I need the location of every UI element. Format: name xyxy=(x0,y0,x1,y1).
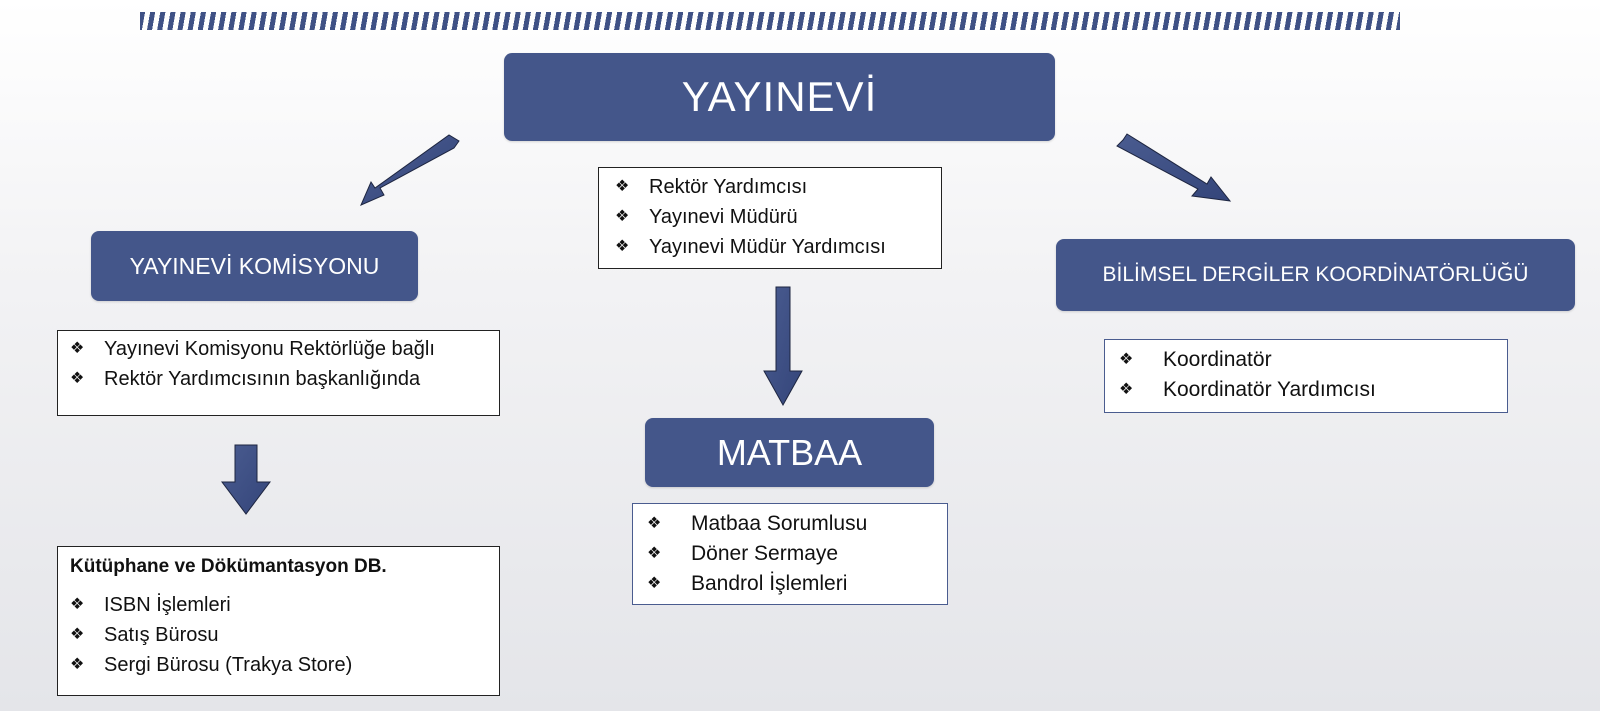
bullet-icon: ❖ xyxy=(70,596,85,613)
dergiler-title: BİLİMSEL DERGİLER KOORDİNATÖRLÜĞÜ xyxy=(1102,263,1529,286)
arrow-to-komisyon xyxy=(360,134,460,206)
bullet-icon: ❖ xyxy=(1119,351,1134,368)
matbaa-box: ❖Matbaa Sorumlusu ❖Döner Sermaye ❖Bandro… xyxy=(632,503,948,605)
center-roles-list: ❖Rektör Yardımcısı ❖Yayınevi Müdürü ❖Yay… xyxy=(615,172,941,262)
list-item: ❖Rektör Yardımcısının başkanlığında xyxy=(70,364,499,394)
center-roles-box: ❖Rektör Yardımcısı ❖Yayınevi Müdürü ❖Yay… xyxy=(598,167,942,269)
list-item: ❖ISBN İşlemleri xyxy=(70,590,499,620)
matbaa-title-box: MATBAA xyxy=(645,418,934,487)
list-item: ❖Koordinatör Yardımcısı xyxy=(1119,375,1507,405)
bullet-icon: ❖ xyxy=(70,370,85,387)
dergiler-list: ❖Koordinatör ❖Koordinatör Yardımcısı xyxy=(1119,345,1507,405)
decorative-stripe-bar xyxy=(140,12,1400,30)
kutuphane-heading: Kütüphane ve Dökümantasyon DB. xyxy=(70,556,387,577)
bullet-icon: ❖ xyxy=(615,178,630,195)
bullet-icon: ❖ xyxy=(647,575,662,592)
yayinevi-title-box: YAYINEVİ xyxy=(504,53,1055,141)
dergiler-box: ❖Koordinatör ❖Koordinatör Yardımcısı xyxy=(1104,339,1508,413)
bullet-icon: ❖ xyxy=(70,340,85,357)
bullet-icon: ❖ xyxy=(1119,381,1134,398)
arrow-to-kutuphane xyxy=(221,444,271,515)
arrow-to-matbaa xyxy=(763,286,803,407)
matbaa-title: MATBAA xyxy=(716,431,863,473)
list-item: ❖Satış Bürosu xyxy=(70,620,499,650)
komisyon-box: ❖Yayınevi Komisyonu Rektörlüğe bağlı ❖Re… xyxy=(57,330,500,416)
bullet-icon: ❖ xyxy=(647,515,662,532)
komisyon-title-box: YAYINEVİ KOMİSYONU xyxy=(91,231,418,301)
komisyon-list: ❖Yayınevi Komisyonu Rektörlüğe bağlı ❖Re… xyxy=(70,334,499,394)
list-item: ❖Döner Sermaye xyxy=(647,539,947,569)
matbaa-list: ❖Matbaa Sorumlusu ❖Döner Sermaye ❖Bandro… xyxy=(647,509,947,599)
bullet-icon: ❖ xyxy=(647,545,662,562)
list-item: ❖Bandrol İşlemleri xyxy=(647,569,947,599)
list-item: ❖Yayınevi Müdürü xyxy=(615,202,941,232)
bullet-icon: ❖ xyxy=(615,238,630,255)
bullet-icon: ❖ xyxy=(615,208,630,225)
yayinevi-title: YAYINEVİ xyxy=(681,73,878,120)
list-item: ❖Matbaa Sorumlusu xyxy=(647,509,947,539)
dergiler-title-box: BİLİMSEL DERGİLER KOORDİNATÖRLÜĞÜ xyxy=(1056,239,1575,311)
arrow-to-dergiler xyxy=(1116,133,1232,202)
list-item: ❖Rektör Yardımcısı xyxy=(615,172,941,202)
list-item: ❖Koordinatör xyxy=(1119,345,1507,375)
list-item: ❖Yayınevi Müdür Yardımcısı xyxy=(615,232,941,262)
bullet-icon: ❖ xyxy=(70,656,85,673)
komisyon-title: YAYINEVİ KOMİSYONU xyxy=(129,252,380,279)
bullet-icon: ❖ xyxy=(70,626,85,643)
kutuphane-list: ❖ISBN İşlemleri ❖Satış Bürosu ❖Sergi Bür… xyxy=(70,590,499,680)
list-item: ❖Sergi Bürosu (Trakya Store) xyxy=(70,650,499,680)
list-item: ❖Yayınevi Komisyonu Rektörlüğe bağlı xyxy=(70,334,499,364)
kutuphane-box: Kütüphane ve Dökümantasyon DB. ❖ISBN İşl… xyxy=(57,546,500,696)
